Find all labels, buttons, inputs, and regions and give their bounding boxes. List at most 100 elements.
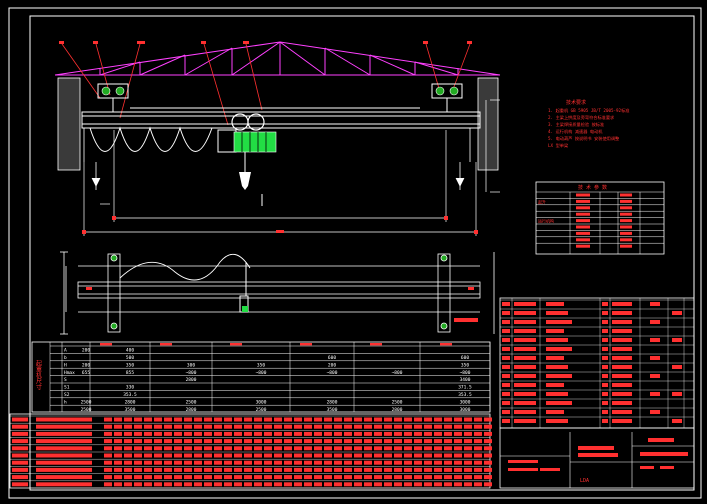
red-table-cell	[274, 417, 282, 422]
red-table-cell	[274, 446, 282, 451]
red-table-cell	[404, 460, 412, 465]
red-table-cell	[304, 424, 312, 429]
parts-cell	[514, 320, 536, 324]
red-table-cell	[264, 417, 272, 422]
red-table-cell	[264, 467, 272, 472]
parts-cell	[672, 392, 682, 396]
red-table-cell	[324, 424, 332, 429]
red-table-cell	[294, 424, 302, 429]
red-table-cell	[36, 424, 92, 429]
plan-festoon-cable	[119, 253, 251, 281]
spec-row-label: 运行机构	[538, 218, 554, 224]
red-table-cell	[104, 417, 112, 422]
red-table-cell	[404, 446, 412, 451]
spec-cell-mark	[576, 238, 590, 242]
red-table-cell	[324, 446, 332, 451]
red-table-cell	[364, 439, 372, 444]
red-table-cell	[204, 467, 212, 472]
red-table-cell	[454, 475, 462, 480]
red-table-cell	[104, 482, 112, 487]
red-table-cell	[284, 424, 292, 429]
red-table-cell	[484, 467, 492, 472]
red-table-cell	[284, 482, 292, 487]
red-table-cell	[224, 453, 232, 458]
red-table-cell	[184, 467, 192, 472]
red-table-cell	[354, 446, 362, 451]
red-table-cell	[174, 417, 182, 422]
parts-cell	[514, 329, 536, 333]
red-table-cell	[274, 439, 282, 444]
parts-cell	[650, 374, 660, 378]
red-table-cell	[404, 417, 412, 422]
leader-markers	[59, 41, 472, 44]
red-table-cell	[124, 417, 132, 422]
red-table-cell	[394, 439, 402, 444]
red-table-cell	[234, 467, 242, 472]
red-table-cell	[12, 439, 28, 444]
red-table-cell	[274, 424, 282, 429]
red-table-cell	[344, 424, 352, 429]
red-table-cell	[184, 475, 192, 480]
red-table-cell	[154, 431, 162, 436]
notes-line-5: 5. 电动葫芦 按说明书 安装使用调整	[548, 135, 620, 142]
red-table-cell	[344, 439, 352, 444]
red-table-cell	[264, 439, 272, 444]
params-cell: ~800	[460, 370, 471, 376]
parts-cell	[514, 392, 536, 396]
parts-cell	[602, 365, 608, 369]
red-table-cell	[284, 446, 292, 451]
parts-cell	[514, 419, 536, 423]
params-cell: 350	[126, 362, 134, 368]
red-table-cell	[354, 482, 362, 487]
red-table-cell	[434, 446, 442, 451]
red-table-cell	[234, 439, 242, 444]
parts-cell	[672, 311, 682, 315]
red-table-cell	[134, 439, 142, 444]
red-table-cell	[364, 424, 372, 429]
red-table-cell	[274, 460, 282, 465]
red-table-cell	[334, 446, 342, 451]
parts-list	[499, 297, 695, 429]
red-table-cell	[214, 460, 222, 465]
plan-right-carriage	[437, 253, 451, 333]
parts-cell	[546, 311, 568, 315]
red-table-cell	[194, 475, 202, 480]
red-table-cell	[424, 439, 432, 444]
parts-cell	[546, 329, 564, 333]
red-table-cell	[184, 453, 192, 458]
red-table-cell	[244, 467, 252, 472]
params-cell: 200	[82, 348, 90, 354]
red-table-cell	[174, 460, 182, 465]
red-table-cell	[274, 482, 282, 487]
red-table-cell	[134, 482, 142, 487]
red-table-cell	[254, 460, 262, 465]
red-table-cell	[304, 460, 312, 465]
red-table-cell	[284, 417, 292, 422]
red-table-cell	[354, 460, 362, 465]
red-table-cell	[404, 453, 412, 458]
parts-cell	[602, 329, 608, 333]
red-table-cell	[134, 467, 142, 472]
red-table-cell	[474, 446, 482, 451]
red-table-cell	[36, 446, 92, 451]
red-table-cell	[154, 467, 162, 472]
red-table-cell	[174, 467, 182, 472]
params-header-mark	[160, 343, 172, 346]
red-table-cell	[364, 482, 372, 487]
parts-cell	[602, 302, 608, 306]
parts-cell	[514, 347, 536, 351]
red-table-cell	[254, 446, 262, 451]
red-table-cell	[404, 475, 412, 480]
red-table-cell	[474, 424, 482, 429]
red-table-cell	[304, 446, 312, 451]
params-cell: 2800	[186, 377, 197, 383]
parts-cell	[602, 392, 608, 396]
red-table-cell	[344, 453, 352, 458]
red-table-cell	[384, 460, 392, 465]
red-table-cell	[424, 482, 432, 487]
parts-cell	[514, 356, 536, 360]
red-table-cell	[254, 482, 262, 487]
parts-cell	[502, 392, 510, 396]
red-table-cell	[104, 439, 112, 444]
params-row-label: h	[64, 399, 67, 405]
